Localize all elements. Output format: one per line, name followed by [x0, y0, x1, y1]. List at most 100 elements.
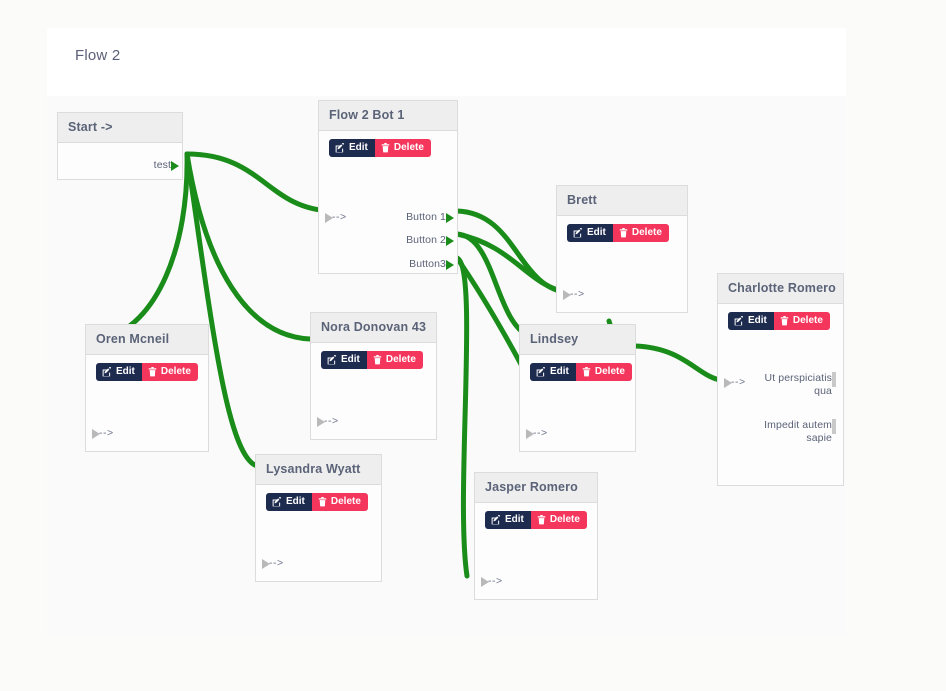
trash-icon — [318, 497, 327, 507]
node-nora-donovan-43[interactable]: Nora Donovan 43 Edit Delete — [310, 312, 437, 440]
trash-icon — [381, 143, 390, 153]
port-in-flow2bot1[interactable]: --> — [325, 211, 347, 223]
delete-button[interactable]: Delete — [575, 363, 632, 381]
node-lysandra-wyatt-title: Lysandra Wyatt — [256, 455, 381, 485]
edge-start-to-nora — [184, 151, 313, 342]
port-arrow-icon — [262, 559, 270, 569]
delete-button-label: Delete — [549, 514, 580, 525]
edge-button2-to-brett — [454, 231, 572, 296]
node-jasper-romero-actions: Edit Delete — [475, 503, 597, 529]
edit-button[interactable]: Edit — [728, 312, 774, 330]
pencil-square-icon — [272, 497, 282, 507]
node-jasper-romero-title: Jasper Romero — [475, 473, 597, 503]
port-out-test[interactable]: test — [154, 159, 179, 171]
port-in-nora-donovan-43[interactable]: --> — [317, 415, 339, 427]
node-lysandra-wyatt-body: Edit Delete --> — [256, 485, 381, 580]
trash-icon — [582, 367, 591, 377]
edit-button-label: Edit — [286, 496, 305, 507]
node-nora-donovan-43-body: Edit Delete --> — [311, 343, 436, 438]
port-in-nora-donovan-43-label: --> — [324, 415, 339, 427]
delete-button-label: Delete — [631, 227, 662, 238]
edit-button[interactable]: Edit — [96, 363, 142, 381]
delete-button[interactable]: Delete — [530, 511, 587, 529]
delete-button-label: Delete — [385, 354, 416, 365]
port-arrow-icon — [563, 290, 571, 300]
delete-button-label: Delete — [160, 366, 191, 377]
edit-button[interactable]: Edit — [485, 511, 531, 529]
edit-button[interactable]: Edit — [329, 139, 375, 157]
port-in-brett[interactable]: --> — [563, 288, 585, 300]
node-brett-title: Brett — [557, 186, 687, 216]
edit-button-label: Edit — [587, 227, 606, 238]
port-out-button-1[interactable]: Button 1 — [406, 211, 454, 223]
port-arrow-icon — [317, 417, 325, 427]
port-arrow-icon — [171, 161, 179, 171]
port-out-ut-perspiciatis-qua-label: Ut perspiciatis qua — [764, 372, 832, 397]
port-in-jasper-romero[interactable]: --> — [481, 575, 503, 587]
node-lindsey-title: Lindsey — [520, 325, 635, 355]
delete-button[interactable]: Delete — [141, 363, 198, 381]
node-lysandra-wyatt[interactable]: Lysandra Wyatt Edit Delete — [255, 454, 382, 582]
port-in-lindsey[interactable]: --> — [526, 427, 548, 439]
pencil-square-icon — [102, 367, 112, 377]
flow-canvas[interactable]: Start -> test Flow 2 Bot 1 Edi — [47, 96, 846, 635]
node-lindsey[interactable]: Lindsey Edit Delete — [519, 324, 636, 452]
edge-button1-to-brett — [454, 208, 572, 296]
edge-lindsey-to-charlotte — [632, 343, 728, 384]
trash-icon — [537, 515, 546, 525]
node-lindsey-body: Edit Delete --> — [520, 355, 635, 450]
port-arrow-icon — [325, 213, 333, 223]
port-in-oren-mcneil[interactable]: --> — [92, 427, 114, 439]
pencil-square-icon — [573, 228, 583, 238]
port-in-lysandra-wyatt[interactable]: --> — [262, 557, 284, 569]
node-start[interactable]: Start -> test — [57, 112, 183, 180]
edit-button[interactable]: Edit — [321, 351, 367, 369]
delete-button-label: Delete — [594, 366, 625, 377]
port-in-lindsey-label: --> — [533, 427, 548, 439]
port-out-ut-perspiciatis-qua[interactable]: Ut perspiciatis qua — [758, 372, 836, 398]
node-charlotte-romero-title: Charlotte Romero — [718, 274, 843, 304]
port-arrow-icon — [92, 429, 100, 439]
node-oren-mcneil[interactable]: Oren Mcneil Edit Delete — [85, 324, 209, 452]
node-charlotte-romero[interactable]: Charlotte Romero Edit Delete — [717, 273, 844, 486]
pencil-square-icon — [536, 367, 546, 377]
port-in-flow2bot1-label: --> — [332, 211, 347, 223]
node-brett-actions: Edit Delete — [557, 216, 687, 242]
port-handle-icon — [832, 372, 836, 387]
port-arrow-icon — [526, 429, 534, 439]
pencil-square-icon — [734, 316, 744, 326]
node-flow2bot1[interactable]: Flow 2 Bot 1 Edit — [318, 100, 458, 274]
edge-button2-to-lindsey — [454, 231, 532, 339]
delete-button[interactable]: Delete — [311, 493, 368, 511]
node-brett[interactable]: Brett Edit Delete — [556, 185, 688, 313]
edit-button[interactable]: Edit — [567, 224, 613, 242]
port-arrow-icon — [446, 213, 454, 223]
node-brett-body: Edit Delete --> — [557, 216, 687, 311]
port-out-button-3[interactable]: Button3 — [409, 258, 454, 270]
node-jasper-romero[interactable]: Jasper Romero Edit Delete — [474, 472, 598, 600]
edit-button[interactable]: Edit — [266, 493, 312, 511]
port-out-button-2-label: Button 2 — [406, 234, 446, 246]
node-jasper-romero-body: Edit Delete --> — [475, 503, 597, 598]
port-out-button-2[interactable]: Button 2 — [406, 234, 454, 246]
port-in-charlotte-romero[interactable]: --> — [724, 376, 746, 388]
edit-button-label: Edit — [748, 315, 767, 326]
delete-button[interactable]: Delete — [366, 351, 423, 369]
node-oren-mcneil-actions: Edit Delete — [86, 355, 208, 381]
node-lindsey-actions: Edit Delete — [520, 355, 635, 381]
delete-button[interactable]: Delete — [773, 312, 830, 330]
node-flow2bot1-actions: Edit Delete — [319, 131, 457, 157]
edit-button-label: Edit — [116, 366, 135, 377]
edit-button[interactable]: Edit — [530, 363, 576, 381]
edit-button-label: Edit — [505, 514, 524, 525]
port-out-impedit-autem-sapie[interactable]: Impedit autem sapie — [758, 419, 836, 445]
delete-button[interactable]: Delete — [612, 224, 669, 242]
node-start-title: Start -> — [58, 113, 182, 143]
port-arrow-icon — [446, 260, 454, 270]
node-nora-donovan-43-actions: Edit Delete — [311, 343, 436, 369]
edge-button3-to-jasper — [454, 255, 470, 579]
port-arrow-icon — [481, 577, 489, 587]
delete-button[interactable]: Delete — [374, 139, 431, 157]
edge-start-to-oren — [100, 151, 190, 342]
port-arrow-icon — [446, 236, 454, 246]
